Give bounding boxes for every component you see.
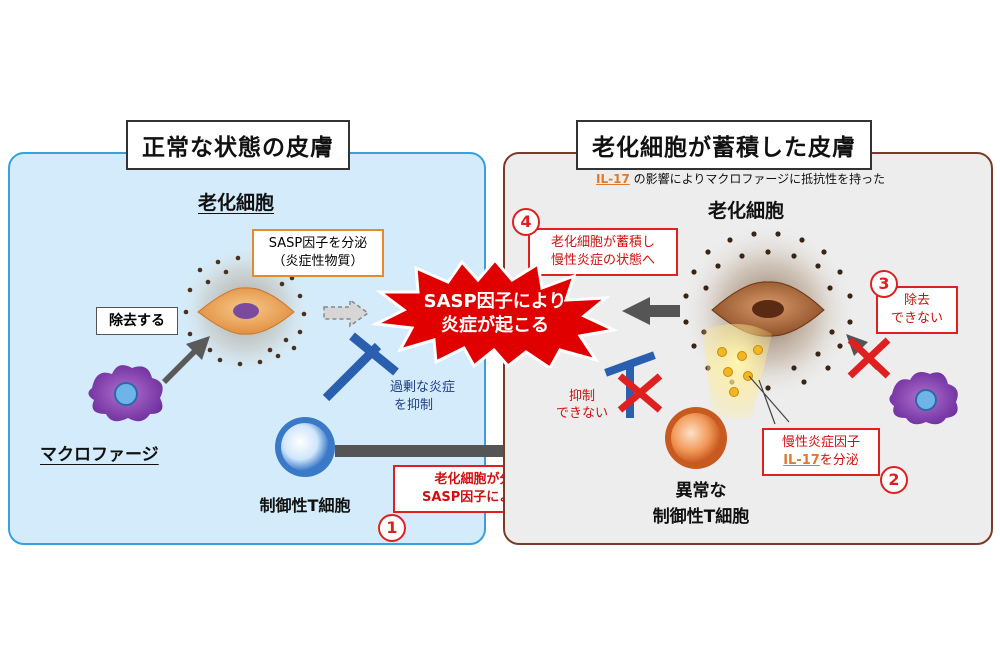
abnormal-treg-line1: 異常な <box>675 481 727 501</box>
abnormal-treg-line2: 制御性T細胞 <box>652 507 750 527</box>
step2-il17: IL-17 <box>783 453 820 468</box>
sasp-secretion-line1: SASP因子を分泌 <box>268 236 368 251</box>
sasp-secretion-line2: （炎症性物質） <box>272 254 364 269</box>
inflammation-burst <box>370 258 619 368</box>
cannot-suppress-line1: 抑制 <box>569 389 596 404</box>
abnormalization-arrow <box>335 437 641 465</box>
il17-callout-pointer <box>748 375 790 425</box>
left-macrophage-icon <box>88 365 163 422</box>
right-macrophage-icon <box>889 372 958 425</box>
right-sasp-arrow <box>622 297 680 325</box>
abnormal-treg-label: 異常な 制御性T細胞 <box>636 478 766 530</box>
blocked-inhibition-symbol <box>604 351 663 418</box>
remove-label: 除去する <box>96 307 178 335</box>
burst-line2: 炎症が起こる <box>441 315 549 336</box>
step3-line2: できない <box>890 311 943 326</box>
left-senescent-cell-heading: 老化細胞 <box>198 192 275 214</box>
step4-box: 老化細胞が蓄積し 慢性炎症の状態へ <box>528 228 678 276</box>
suppress-note-line2: を抑制 <box>394 398 434 413</box>
dashed-arrow-to-inflammation <box>323 298 370 328</box>
left-treg-label: 制御性T細胞 <box>259 496 351 515</box>
suppress-note-line1: 過剰な炎症 <box>390 380 456 395</box>
il17-note-prefix: IL-17 <box>596 172 630 186</box>
inhibition-symbol <box>322 332 399 402</box>
normal-skin-title: 正常な状態の皮膚 <box>126 120 350 170</box>
abnormal-treg-cell-icon <box>665 407 727 469</box>
step-number-2: 2 <box>880 466 908 494</box>
il17-note-rest: の影響によりマクロファージに抵抗性を持った <box>633 172 886 186</box>
sasp-secretion-box: SASP因子を分泌 （炎症性物質） <box>252 229 384 277</box>
aged-skin-title: 老化細胞が蓄積した皮膚 <box>576 120 872 170</box>
left-macrophage-label: マクロファージ <box>40 445 159 465</box>
inflammation-burst-text: SASP因子により 炎症が起こる <box>392 290 598 338</box>
cannot-suppress-line2: できない <box>556 406 609 421</box>
step2-box: 慢性炎症因子 IL-17を分泌 <box>762 428 880 476</box>
left-treg-cell-icon <box>275 417 335 477</box>
step-number-3: 3 <box>870 270 898 298</box>
cannot-suppress-label: 抑制 できない <box>556 388 608 422</box>
il17-secretion-cone <box>702 323 772 420</box>
step4-line2: 慢性炎症の状態へ <box>550 253 655 268</box>
step4-line1: 老化細胞が蓄積し <box>550 235 655 250</box>
step-number-1: 1 <box>378 514 406 542</box>
burst-line1: SASP因子により <box>423 291 567 312</box>
suppress-note: 過剰な炎症 を抑制 <box>390 379 455 415</box>
blocked-removal-arrow <box>846 334 891 379</box>
right-senescent-cell-heading: 老化細胞 <box>708 200 785 222</box>
step-number-4: 4 <box>512 208 540 236</box>
il17-resistance-note: IL-17 の影響によりマクロファージに抵抗性を持った <box>596 170 885 187</box>
step3-line1: 除去 <box>903 293 930 308</box>
step2-line2: IL-17を分泌 <box>772 452 870 470</box>
step2-line1: 慢性炎症因子 <box>781 435 860 450</box>
step2-rest: を分泌 <box>819 453 859 468</box>
remove-arrow <box>162 336 210 384</box>
